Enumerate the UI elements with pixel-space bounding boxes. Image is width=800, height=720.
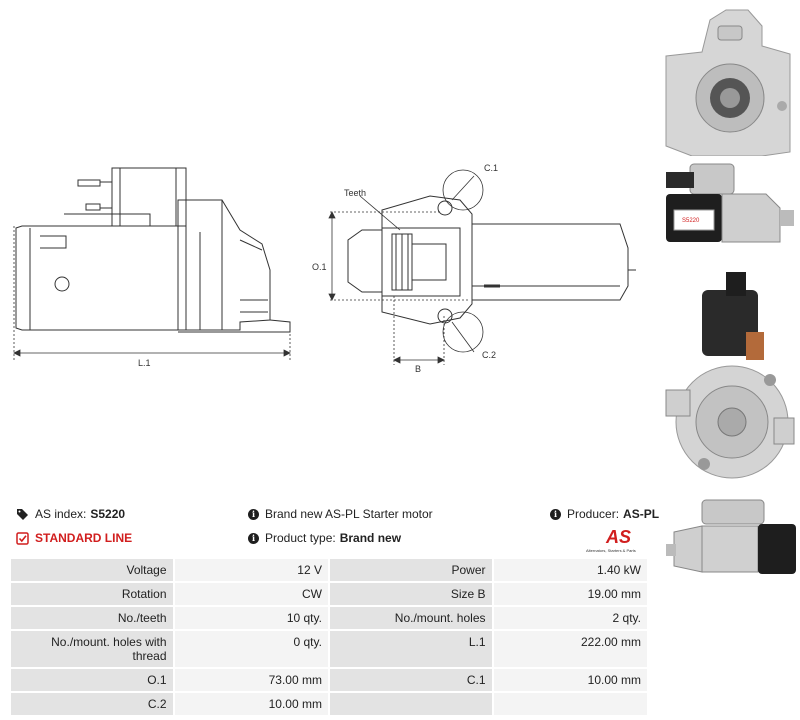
producer: i Producer: AS-PL xyxy=(550,507,659,521)
dimension-label-l1: L.1 xyxy=(138,358,151,368)
side-view-solenoid xyxy=(111,167,187,227)
as-index: AS index: S5220 xyxy=(16,507,125,521)
spec-value xyxy=(493,693,647,715)
dimension-label-o1: O.1 xyxy=(312,262,327,272)
producer-label: Producer: xyxy=(567,507,620,521)
spec-label: Voltage xyxy=(11,559,173,581)
spec-label: L.1 xyxy=(329,631,492,667)
as-index-value: S5220 xyxy=(90,507,126,521)
product-photo-front xyxy=(665,9,791,156)
front-view-housing xyxy=(381,227,461,297)
product-type: i Product type: Brand new xyxy=(248,531,401,545)
product-photo-side: S5220 xyxy=(666,163,794,243)
svg-text:AS: AS xyxy=(605,527,631,547)
product-photo-rear xyxy=(665,272,795,479)
spec-label: No./mount. holes with thread xyxy=(11,631,173,667)
spec-value: 1.40 kW xyxy=(493,559,647,581)
producer-value: AS-PL xyxy=(623,507,660,521)
as-pl-logo: AS Alternators, Starters & Parts xyxy=(586,527,636,553)
product-type-label: Product type: xyxy=(265,531,336,545)
spec-value: 12 V xyxy=(174,559,328,581)
spec-value: CW xyxy=(174,583,328,605)
dimension-label-teeth: Teeth xyxy=(344,188,366,198)
spec-value: 222.00 mm xyxy=(493,631,647,667)
side-view-bolt xyxy=(54,276,70,292)
spec-label: Power xyxy=(329,559,492,581)
spec-value: 73.00 mm xyxy=(174,669,328,691)
description: i Brand new AS-PL Starter motor xyxy=(248,507,433,521)
spec-value: 10.00 mm xyxy=(174,693,328,715)
description-text: Brand new AS-PL Starter motor xyxy=(265,507,433,521)
info-icon: i xyxy=(550,508,561,520)
svg-text:Alternators, Starters & Parts: Alternators, Starters & Parts xyxy=(586,548,636,553)
spec-value: 10.00 mm xyxy=(493,669,647,691)
spec-label: Rotation xyxy=(11,583,173,605)
info-icon: i xyxy=(248,532,259,544)
spec-label: C.2 xyxy=(11,693,173,715)
front-view-flange xyxy=(347,195,473,325)
side-view-body xyxy=(15,225,179,331)
check-square-icon xyxy=(16,531,29,545)
product-line-label: STANDARD LINE xyxy=(35,531,133,545)
technical-drawing: L.1 O.1 B C.1 C.2 Teeth xyxy=(13,163,636,374)
spec-label: No./mount. holes xyxy=(329,607,492,629)
spec-label: C.1 xyxy=(329,669,492,691)
spec-value: 2 qty. xyxy=(493,607,647,629)
spec-value: 19.00 mm xyxy=(493,583,647,605)
mount-hole-c1 xyxy=(437,200,453,216)
photo-sticker-text: S5220 xyxy=(682,218,700,224)
tags-icon xyxy=(17,508,28,520)
product-type-value: Brand new xyxy=(339,531,402,545)
spec-value: 0 qty. xyxy=(174,631,328,667)
spec-label: No./teeth xyxy=(11,607,173,629)
info-icon: i xyxy=(248,508,259,520)
dimension-label-c2: C.2 xyxy=(482,350,496,360)
product-photo-top xyxy=(666,499,796,574)
product-line: STANDARD LINE xyxy=(16,531,132,545)
front-view-motor-body xyxy=(472,223,629,301)
side-view-nose xyxy=(177,199,271,331)
dimension-label-b: B xyxy=(415,364,421,374)
spec-label: O.1 xyxy=(11,669,173,691)
spec-label xyxy=(329,693,492,715)
dimension-label-c1: C.1 xyxy=(484,163,498,173)
spec-value: 10 qty. xyxy=(174,607,328,629)
spec-label: Size B xyxy=(329,583,492,605)
as-index-label: AS index: xyxy=(35,507,87,521)
